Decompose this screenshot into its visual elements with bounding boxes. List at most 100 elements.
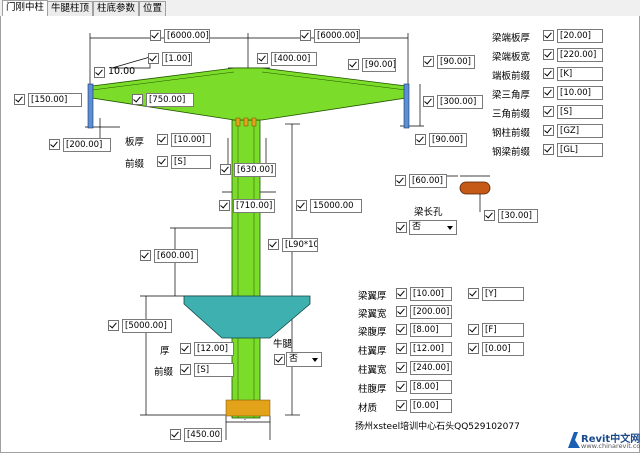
center-height-field[interactable]: [750.00] [132, 93, 194, 107]
param-extra-field[interactable]: [Y] [468, 287, 524, 301]
tab-position[interactable]: 位置 [139, 1, 167, 16]
slope-ratio-field[interactable]: [1.00] [148, 52, 194, 66]
param-checkbox[interactable] [396, 362, 407, 373]
col-section-width-checkbox[interactable] [220, 164, 231, 175]
plate-thickness-checkbox[interactable] [157, 134, 168, 145]
param-field[interactable]: [K] [543, 67, 603, 81]
param-field[interactable]: [10.00] [396, 287, 452, 301]
watermark: Revit中文网 www.chinarevit.com [566, 428, 640, 452]
bracket-top-dist-field[interactable]: [600.00] [140, 249, 198, 263]
haunch-length-field[interactable]: [400.00] [257, 52, 317, 66]
front-weld-label: 前缀 [125, 159, 145, 170]
bracket-label: 牛腿 [273, 339, 293, 350]
center-height-checkbox[interactable] [132, 94, 143, 105]
front-weld-field[interactable]: [S] [157, 155, 211, 169]
end-plate-top-right2-field[interactable]: [90.00] [423, 55, 475, 69]
param-extra-field[interactable]: [F] [468, 323, 524, 337]
slope-label-checkbox[interactable] [94, 67, 105, 78]
param-field[interactable]: [GZ] [543, 124, 603, 138]
col-width-checkbox[interactable] [219, 200, 230, 211]
angle-steel-field[interactable]: [L90*10] [268, 238, 318, 252]
slot-gap-field[interactable]: [30.00] [484, 209, 538, 223]
col-height-field[interactable]: 15000.00 [296, 199, 362, 213]
param-checkbox[interactable] [543, 68, 554, 79]
param-extra-checkbox[interactable] [468, 288, 479, 299]
param-checkbox[interactable] [543, 106, 554, 117]
bracket-select[interactable]: 否 [286, 352, 322, 367]
param-field[interactable]: [8.00] [396, 380, 452, 394]
tab-column-base[interactable]: 柱底参数 [93, 1, 140, 16]
right-lower-field[interactable]: [90.00] [415, 133, 467, 147]
param-checkbox[interactable] [543, 125, 554, 136]
span-left-checkbox[interactable] [150, 30, 161, 41]
bracket-weld-field[interactable]: [S] [180, 363, 234, 377]
param-checkbox[interactable] [543, 144, 554, 155]
angle-steel-checkbox[interactable] [268, 239, 279, 250]
bracket-checkbox[interactable] [274, 354, 285, 365]
param-field[interactable]: [12.00] [396, 342, 452, 356]
param-field[interactable]: [240.00] [396, 361, 452, 375]
col-width-field[interactable]: [710.00] [219, 199, 275, 213]
long-hole-select[interactable]: 否 [409, 220, 457, 235]
chevron-down-icon [447, 226, 453, 230]
param-label: 梁三角厚 [492, 90, 531, 101]
param-field[interactable]: [S] [543, 105, 603, 119]
param-extra-field[interactable]: [0.00] [468, 342, 524, 356]
param-checkbox[interactable] [396, 343, 407, 354]
param-label: 梁端板厚 [492, 33, 531, 44]
param-field[interactable]: [200.00] [396, 305, 452, 319]
plate-thickness-field[interactable]: [10.00] [157, 133, 211, 147]
right-lower-checkbox[interactable] [415, 134, 426, 145]
param-field[interactable]: [20.00] [543, 29, 603, 43]
bracket-height-field[interactable]: [5000.00] [108, 319, 172, 333]
bracket-thickness-field[interactable]: [12.00] [180, 342, 234, 356]
param-field[interactable]: [0.00] [396, 399, 452, 413]
param-checkbox[interactable] [543, 49, 554, 60]
slope-label-field[interactable]: 10.00 [94, 66, 135, 79]
param-checkbox[interactable] [396, 381, 407, 392]
slot-gap-checkbox[interactable] [484, 210, 495, 221]
base-width-field[interactable]: [450.00] [170, 428, 222, 442]
span-left-field[interactable]: [6000.00] [150, 29, 210, 43]
param-checkbox[interactable] [396, 288, 407, 299]
param-field[interactable]: [GL] [543, 143, 603, 157]
param-label: 柱翼厚 [358, 346, 387, 357]
span-right-field[interactable]: [6000.00] [300, 29, 360, 43]
param-label: 端板前缀 [492, 71, 531, 82]
end-plate-top-right2-checkbox[interactable] [423, 56, 434, 67]
param-label: 钢柱前缀 [492, 128, 531, 139]
span-right-checkbox[interactable] [300, 30, 311, 41]
param-checkbox[interactable] [543, 30, 554, 41]
long-hole-checkbox[interactable] [396, 222, 407, 233]
bracket-top-dist-checkbox[interactable] [140, 250, 151, 261]
haunch-length-checkbox[interactable] [257, 53, 268, 64]
param-checkbox[interactable] [543, 87, 554, 98]
front-weld-checkbox[interactable] [157, 156, 168, 167]
param-field[interactable]: [8.00] [396, 323, 452, 337]
end-plate-top-right-field[interactable]: [90.00] [348, 58, 396, 72]
left-end-height-checkbox[interactable] [14, 94, 25, 105]
bracket-thickness-checkbox[interactable] [180, 343, 191, 354]
bracket-height-checkbox[interactable] [108, 320, 119, 331]
end-plate-bottom-left-checkbox[interactable] [49, 139, 60, 150]
right-depth-field[interactable]: [300.00] [423, 95, 483, 109]
end-plate-bottom-left-field[interactable]: [200.00] [49, 138, 111, 152]
right-depth-checkbox[interactable] [423, 96, 434, 107]
slot-size-field[interactable]: [60.00] [395, 174, 447, 188]
param-extra-checkbox[interactable] [468, 324, 479, 335]
tab-bracket-column-top[interactable]: 牛腿柱顶 [47, 1, 94, 16]
bracket-weld-checkbox[interactable] [180, 364, 191, 375]
slot-size-checkbox[interactable] [395, 175, 406, 186]
base-width-checkbox[interactable] [170, 429, 181, 440]
slope-ratio-checkbox[interactable] [148, 53, 159, 64]
left-end-height-field[interactable]: [150.00] [14, 93, 84, 107]
param-field[interactable]: [220.00] [543, 48, 603, 62]
param-extra-checkbox[interactable] [468, 343, 479, 354]
end-plate-top-right-checkbox[interactable] [348, 59, 359, 70]
param-checkbox[interactable] [396, 324, 407, 335]
param-field[interactable]: [10.00] [543, 86, 603, 100]
param-checkbox[interactable] [396, 306, 407, 317]
col-height-checkbox[interactable] [296, 200, 307, 211]
param-checkbox[interactable] [396, 400, 407, 411]
col-section-width-field[interactable]: [630.00] [220, 163, 276, 177]
